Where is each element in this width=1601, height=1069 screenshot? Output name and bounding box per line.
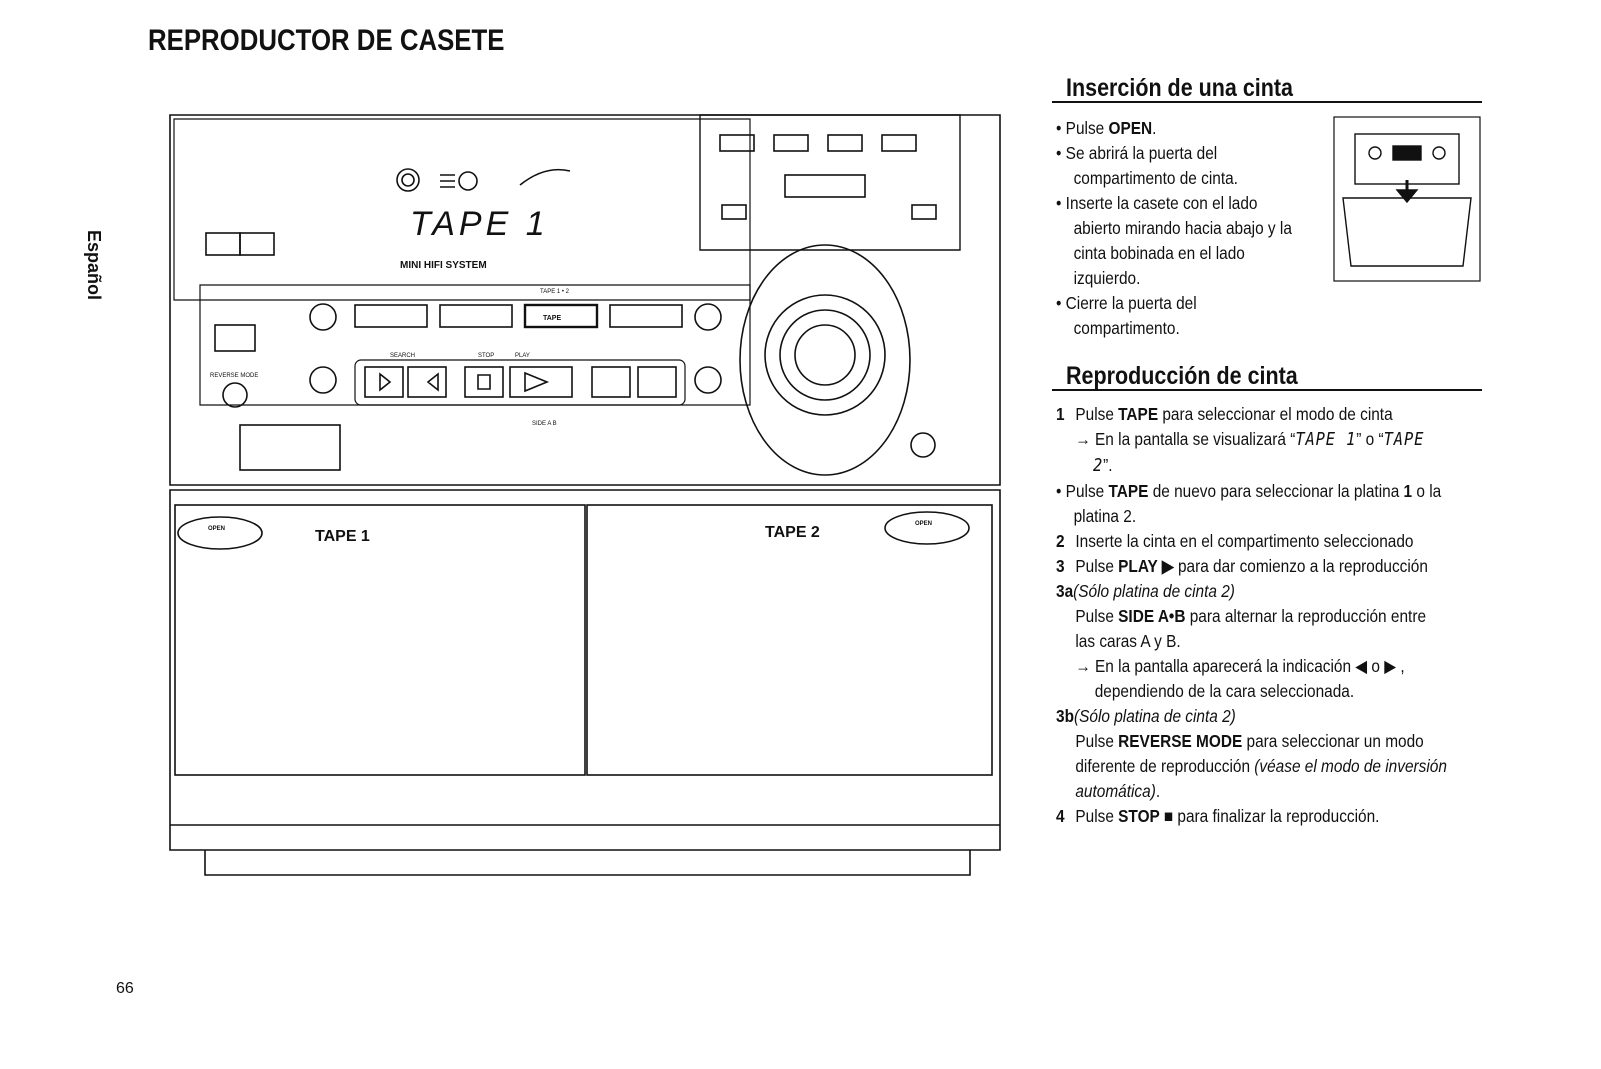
top-button-3[interactable] <box>827 134 863 152</box>
step-3b: 3b(Sólo platina de cinta 2) <box>1056 706 1236 726</box>
insert-section-title: Inserción de una cinta <box>1066 74 1293 102</box>
reverse-mode-button[interactable] <box>222 382 248 408</box>
cassette-player-illustration: TAPE 1 MINI HIFI SYSTEM REVERSE MODE TAP… <box>169 114 1001 876</box>
play-label: PLAY <box>515 353 530 359</box>
tape12-label: TAPE 1 • 2 <box>540 289 570 295</box>
step-3b-line-1: Pulse REVERSE MODE para seleccionar un m… <box>1075 731 1424 751</box>
brand-label: MINI HIFI SYSTEM <box>400 260 487 271</box>
reverse-mode-label: REVERSE MODE <box>210 373 258 379</box>
next-button[interactable] <box>637 366 677 398</box>
display-icons <box>396 168 571 192</box>
deck-2-open-label: OPEN <box>915 521 932 527</box>
jog-dial-housing <box>739 244 911 476</box>
insert-bullet-3-cont-1: abierto mirando hacia abajo y la <box>1073 218 1292 238</box>
step-3b-line-2: diferente de reproducción (véase el modo… <box>1075 756 1447 776</box>
deck-1-open-button[interactable] <box>177 516 263 550</box>
cd-door-eject[interactable] <box>239 424 341 471</box>
step-bullet: • Pulse TAPE de nuevo para seleccionar l… <box>1056 481 1442 501</box>
display-readout: TAPE 1 <box>410 205 549 243</box>
rewind-button[interactable] <box>364 366 404 398</box>
deck-2-open-button[interactable] <box>884 511 970 545</box>
insert-bullet-1: • Pulse OPEN. <box>1056 118 1157 138</box>
page-number: 66 <box>116 980 134 997</box>
insert-bullet-4-cont: compartimento. <box>1073 318 1180 338</box>
page-title: REPRODUCTOR DE CASETE <box>148 24 505 57</box>
step-bullet-cont: platina 2. <box>1073 506 1137 526</box>
knob-right-bottom[interactable] <box>694 366 722 394</box>
arrow-down-icon <box>1395 189 1419 204</box>
deck-1-label: TAPE 1 <box>315 528 370 545</box>
insert-bullet-2-cont: compartimento de cinta. <box>1073 168 1238 188</box>
source-button-1[interactable] <box>354 304 428 328</box>
insert-bullet-3-cont-3: izquierdo. <box>1073 268 1141 288</box>
stop-label: STOP <box>478 353 494 359</box>
step-3a: 3a(Sólo platina de cinta 2) <box>1056 581 1235 601</box>
cassette-compartment-icon <box>1342 197 1472 267</box>
play-rule <box>1052 389 1482 391</box>
cassette-insert-figure <box>1333 116 1481 282</box>
language-tab: Español <box>84 230 104 301</box>
step-3a-line-4: dependiendo de la cara seleccionada. <box>1094 681 1355 701</box>
deck-2-door[interactable] <box>586 504 993 776</box>
left-indicator-2 <box>239 232 275 256</box>
deck-1-open-label: OPEN <box>208 526 225 532</box>
search-label: SEARCH <box>390 353 415 359</box>
insert-bullet-2: • Se abrirá la puerta del <box>1056 143 1218 163</box>
headphone-jack[interactable] <box>910 432 936 458</box>
step-3a-line-2: las caras A y B. <box>1075 631 1181 651</box>
insert-bullet-4: • Cierre la puerta del <box>1056 293 1197 313</box>
side-ab-label: SIDE A B <box>532 421 557 427</box>
deck-1-door[interactable] <box>174 504 586 776</box>
step-3a-line-1: Pulse SIDE A•B para alternar la reproduc… <box>1075 606 1427 626</box>
play-section-title: Reproducción de cinta <box>1066 362 1298 390</box>
step-1-result: → En la pantalla se visualizará “TAPE 1”… <box>1075 429 1425 450</box>
knob-left-bottom[interactable] <box>309 366 337 394</box>
knob-left-top[interactable] <box>309 303 337 331</box>
knob-right-top[interactable] <box>694 303 722 331</box>
source-button-2[interactable] <box>439 304 513 328</box>
top-button-4[interactable] <box>881 134 917 152</box>
play-button[interactable] <box>509 366 573 398</box>
cd-slot <box>784 174 866 198</box>
top-button-1[interactable] <box>719 134 755 152</box>
left-indicator-1 <box>205 232 241 256</box>
power-button[interactable] <box>214 324 256 352</box>
insert-bullets: • Pulse OPEN. • Se abrirá la puerta del … <box>1056 116 1292 341</box>
prev-button[interactable] <box>591 366 631 398</box>
tape-button[interactable] <box>523 303 599 329</box>
insert-rule <box>1052 101 1482 103</box>
source-button-4[interactable] <box>609 304 683 328</box>
step-1-result-cont: 2”. <box>1092 455 1113 476</box>
stop-button[interactable] <box>464 366 504 398</box>
fast-forward-button[interactable] <box>407 366 447 398</box>
step-3b-line-3: automática). <box>1075 781 1161 801</box>
deck-2-label: TAPE 2 <box>765 524 820 541</box>
insert-bullet-3-cont-2: cinta bobinada en el lado <box>1073 243 1245 263</box>
side-button-left[interactable] <box>721 204 747 220</box>
step-3a-line-3: → En la pantalla aparecerá la indicación… <box>1075 656 1405 676</box>
tape-button-label: TAPE <box>543 315 561 322</box>
insert-bullet-3: • Inserte la casete con el lado <box>1056 193 1258 213</box>
top-button-2[interactable] <box>773 134 809 152</box>
side-button-right[interactable] <box>911 204 937 220</box>
volume-dial[interactable] <box>764 294 886 416</box>
